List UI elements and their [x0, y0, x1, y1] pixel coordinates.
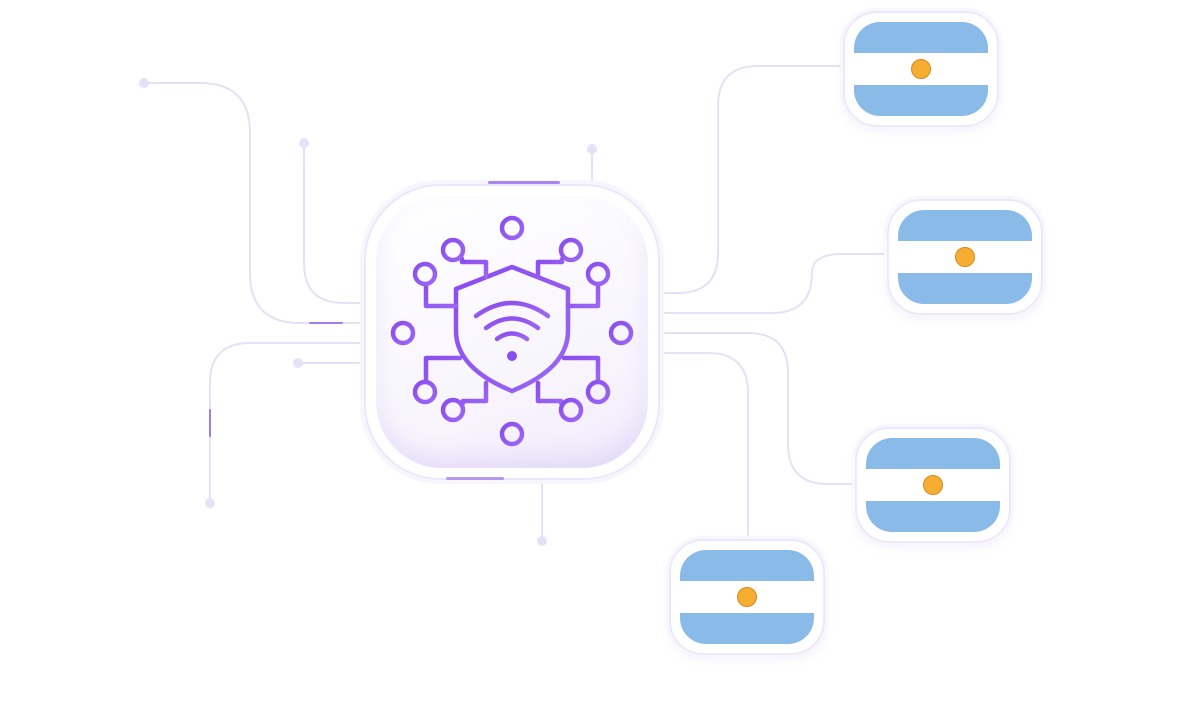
argentina-flag-icon [866, 438, 1000, 532]
connector-line-right-1 [659, 65, 844, 294]
country-flag-card [669, 539, 825, 655]
hub-accent-bar [446, 477, 504, 480]
country-flag-card [855, 427, 1011, 543]
connector-line-right-2 [659, 253, 888, 314]
connector-line-right-4 [659, 352, 749, 541]
connector-dot [537, 536, 547, 546]
sun-of-may-icon [955, 247, 975, 267]
connector-line-right-3 [659, 332, 856, 485]
connector-dot [587, 144, 597, 154]
shield-network-wifi-icon [390, 215, 634, 447]
connector-line-left-1 [143, 82, 365, 324]
sun-of-may-icon [737, 587, 757, 607]
connector-dot [139, 78, 149, 88]
sun-of-may-icon [923, 475, 943, 495]
country-flag-card [843, 11, 999, 127]
connector-line-left-2 [303, 142, 365, 304]
connector-dot [205, 498, 215, 508]
connector-dot [293, 358, 303, 368]
connector-dot [299, 138, 309, 148]
argentina-flag-icon [898, 210, 1032, 304]
sun-of-may-icon [911, 59, 931, 79]
argentina-flag-icon [680, 550, 814, 644]
hub-accent-bar [488, 181, 560, 184]
argentina-flag-icon [854, 22, 988, 116]
country-flag-card [887, 199, 1043, 315]
connector-line-left-3 [209, 342, 365, 504]
